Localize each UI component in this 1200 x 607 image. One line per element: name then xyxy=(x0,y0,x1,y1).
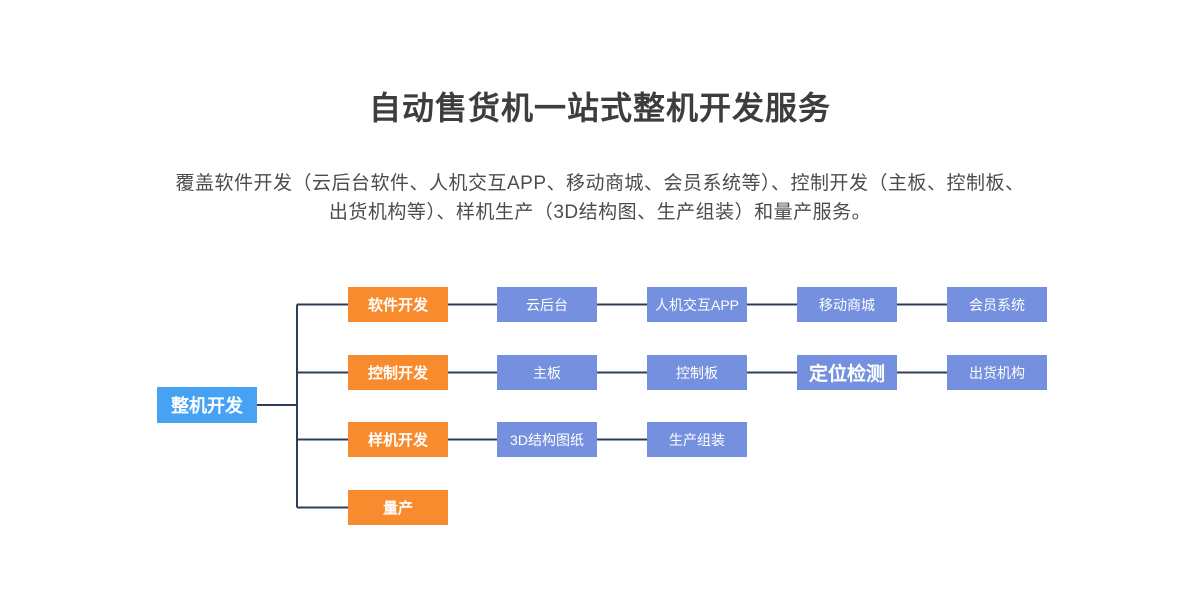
node-member-system: 会员系统 xyxy=(947,287,1047,322)
node-prototype-dev: 样机开发 xyxy=(348,422,448,457)
node-control-board: 控制板 xyxy=(647,355,747,390)
node-hmi-app: 人机交互APP xyxy=(647,287,747,322)
node-mass-production: 量产 xyxy=(348,490,448,525)
node-whole-machine-dev: 整机开发 xyxy=(157,387,257,423)
node-mobile-mall: 移动商城 xyxy=(797,287,897,322)
page-title: 自动售货机一站式整机开发服务 xyxy=(368,90,831,126)
page-subtitle: 覆盖软件开发（云后台软件、人机交互APP、移动商城、会员系统等）、控制开发（主板… xyxy=(0,169,1200,227)
subtitle-line-2: 出货机构等）、样机生产（3D结构图、生产组装）和量产服务。 xyxy=(328,202,872,223)
node-cloud-backend: 云后台 xyxy=(497,287,597,322)
node-mainboard: 主板 xyxy=(497,355,597,390)
subtitle-line-1: 覆盖软件开发（云后台软件、人机交互APP、移动商城、会员系统等）、控制开发（主板… xyxy=(175,173,1025,194)
node-3d-structure-drawing: 3D结构图纸 xyxy=(497,422,597,457)
node-dispensing-mechanism: 出货机构 xyxy=(947,355,1047,390)
node-production-assembly: 生产组装 xyxy=(647,422,747,457)
node-positioning-detection: 定位检测 xyxy=(797,355,897,390)
node-software-dev: 软件开发 xyxy=(348,287,448,322)
node-control-dev: 控制开发 xyxy=(348,355,448,390)
